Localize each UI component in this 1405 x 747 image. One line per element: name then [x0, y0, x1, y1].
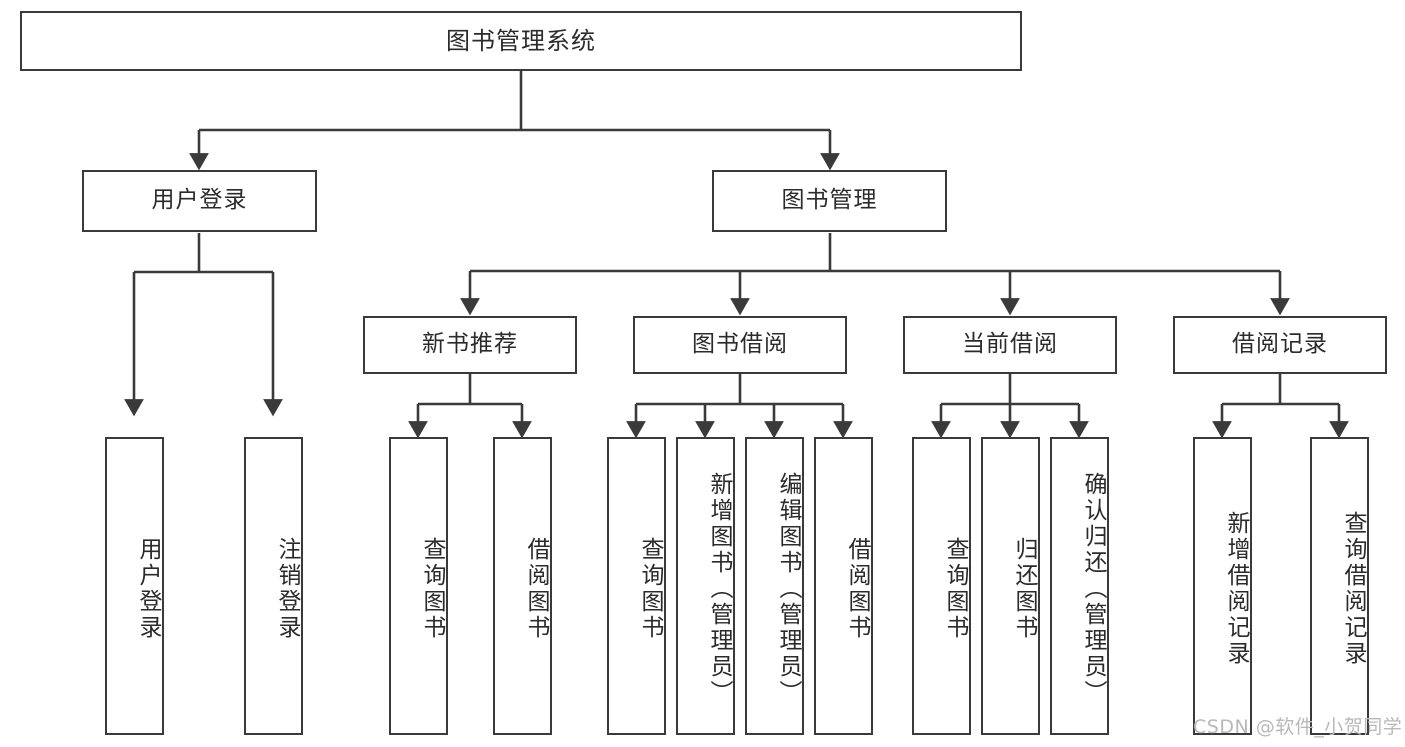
node-label: 借阅图书 [844, 537, 870, 641]
node-borrow-record[interactable]: 借阅记录 [1173, 316, 1387, 374]
node-label: 新书推荐 [422, 331, 518, 358]
node-leaf-add-book-admin[interactable]: 新增图书（管理员） [676, 437, 735, 735]
node-root-book-management-system[interactable]: 图书管理系统 [20, 11, 1022, 71]
node-label: 归还图书 [1011, 537, 1037, 641]
watermark-csdn: CSDN @软件_小贺同学 [1193, 716, 1403, 738]
node-book-management[interactable]: 图书管理 [712, 170, 947, 232]
node-label: 查询借阅记录 [1340, 511, 1366, 667]
node-current-borrow[interactable]: 当前借阅 [903, 316, 1117, 374]
node-leaf-query-book-borrow[interactable]: 查询图书 [607, 437, 666, 735]
node-user-login[interactable]: 用户登录 [82, 170, 317, 232]
node-leaf-edit-book-admin[interactable]: 编辑图书（管理员） [745, 437, 804, 735]
node-label: 查询图书 [942, 537, 968, 641]
node-label: 查询图书 [637, 537, 663, 641]
node-label: 图书借阅 [692, 331, 788, 358]
node-label: 当前借阅 [962, 331, 1058, 358]
node-label: 图书管理 [781, 187, 878, 214]
node-leaf-borrow-book[interactable]: 借阅图书 [814, 437, 873, 735]
node-book-borrow[interactable]: 图书借阅 [633, 316, 847, 374]
node-new-book-recommend[interactable]: 新书推荐 [363, 316, 577, 374]
node-label: 借阅记录 [1232, 331, 1328, 358]
node-leaf-query-book-current[interactable]: 查询图书 [912, 437, 971, 735]
node-label: 注销登录 [274, 537, 300, 641]
node-leaf-user-login[interactable]: 用户登录 [105, 437, 164, 735]
node-label: 借阅图书 [523, 537, 549, 641]
node-leaf-confirm-return-admin[interactable]: 确认归还（管理员） [1050, 437, 1109, 735]
node-label: 用户登录 [151, 187, 248, 214]
node-leaf-query-book-recommend[interactable]: 查询图书 [389, 437, 448, 735]
node-leaf-logout[interactable]: 注销登录 [244, 437, 303, 735]
node-label: 图书管理系统 [446, 26, 596, 55]
node-label: 编辑图书（管理员） [775, 472, 801, 706]
node-leaf-return-book[interactable]: 归还图书 [981, 437, 1040, 735]
node-label: 查询图书 [419, 537, 445, 641]
node-label: 新增借阅记录 [1223, 511, 1249, 667]
node-leaf-borrow-book-recommend[interactable]: 借阅图书 [493, 437, 552, 735]
node-label: 新增图书（管理员） [706, 472, 732, 706]
node-leaf-add-borrow-record[interactable]: 新增借阅记录 [1193, 437, 1252, 735]
node-label: 确认归还（管理员） [1080, 472, 1106, 706]
node-label: 用户登录 [135, 537, 161, 641]
node-leaf-query-borrow-record[interactable]: 查询借阅记录 [1310, 437, 1369, 735]
